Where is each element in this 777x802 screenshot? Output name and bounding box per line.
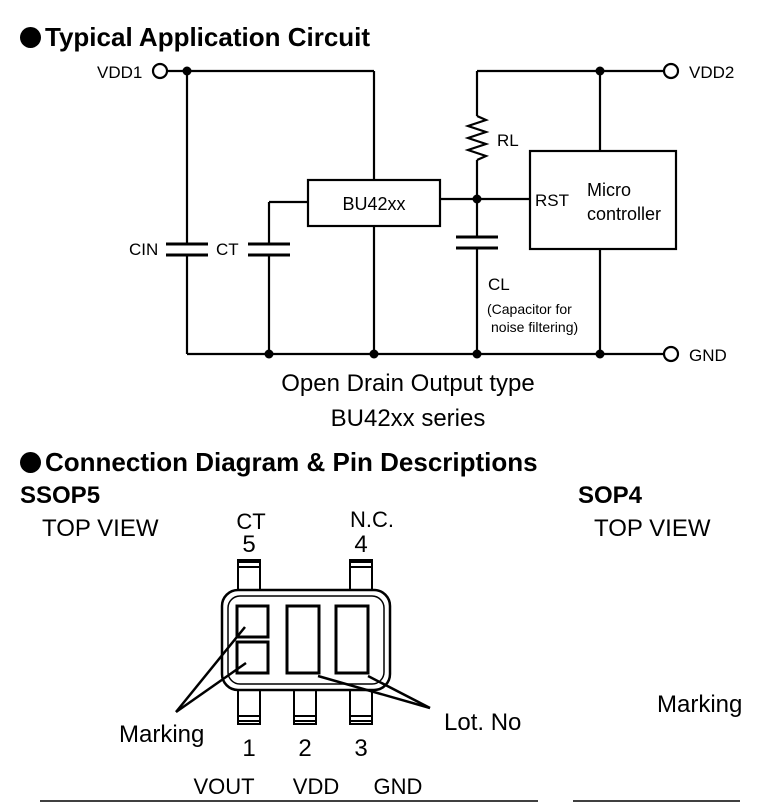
lot-cell-1: [285, 604, 321, 675]
bullet-icon: [20, 452, 41, 473]
mcu-label-line2: controller: [587, 204, 661, 224]
pin5-number: 5: [242, 531, 255, 558]
vdd1-terminal: [151, 62, 169, 80]
bullet-icon: [20, 27, 41, 48]
lot-cell-2: [334, 604, 370, 675]
pin1-name: VOUT: [193, 774, 254, 799]
sop4-marking-label: Marking: [657, 691, 742, 718]
circuit-caption-line2: BU42xx series: [331, 405, 486, 432]
rl-label: RL: [497, 131, 519, 150]
circuit-caption-line1: Open Drain Output type: [281, 370, 534, 397]
sop4-top-view-label: TOP VIEW: [594, 515, 711, 542]
microcontroller-box: [528, 149, 678, 251]
gnd-label: GND: [689, 346, 727, 365]
section-title-circuit: Typical Application Circuit: [20, 22, 370, 53]
pin5-name: CT: [236, 509, 265, 534]
marking-label: Marking: [119, 721, 204, 748]
pin4-number: 4: [354, 531, 367, 558]
marking-cell-top: [235, 604, 270, 639]
gnd-terminal: [662, 345, 680, 363]
vdd2-terminal: [662, 62, 680, 80]
pin2-number: 2: [298, 735, 311, 762]
ssop5-top-view-label: TOP VIEW: [42, 515, 159, 542]
vdd1-label: VDD1: [97, 63, 142, 82]
section-title-connection: Connection Diagram & Pin Descriptions: [20, 447, 538, 478]
mcu-label-line1: Micro: [587, 180, 631, 200]
sop4-package-label: SOP4: [578, 482, 643, 509]
ssop5-body: [220, 588, 392, 692]
pin3-number: 3: [354, 735, 367, 762]
cl-note-line1: (Capacitor for: [487, 301, 572, 317]
cl-note-line2: noise filtering): [491, 319, 578, 335]
section-title-text: Typical Application Circuit: [45, 22, 371, 52]
vdd2-label: VDD2: [689, 63, 734, 82]
ic-label: BU42xx: [342, 194, 405, 214]
cl-label: CL: [488, 275, 510, 294]
rst-label: RST: [535, 191, 569, 210]
ssop5-package-label: SSOP5: [20, 482, 101, 509]
pin1-number: 1: [242, 735, 255, 762]
ssop5-package-drawing: [175, 559, 431, 725]
pin2-name: VDD: [293, 774, 339, 799]
cin-label: CIN: [129, 240, 158, 259]
pin3-name: GND: [374, 774, 423, 799]
section-title-text: Connection Diagram & Pin Descriptions: [45, 447, 538, 477]
lot-number-label: Lot. No: [444, 709, 521, 736]
marking-cell-bottom: [235, 640, 270, 675]
pin4-name: N.C.: [350, 507, 394, 532]
ct-label: CT: [216, 240, 239, 259]
